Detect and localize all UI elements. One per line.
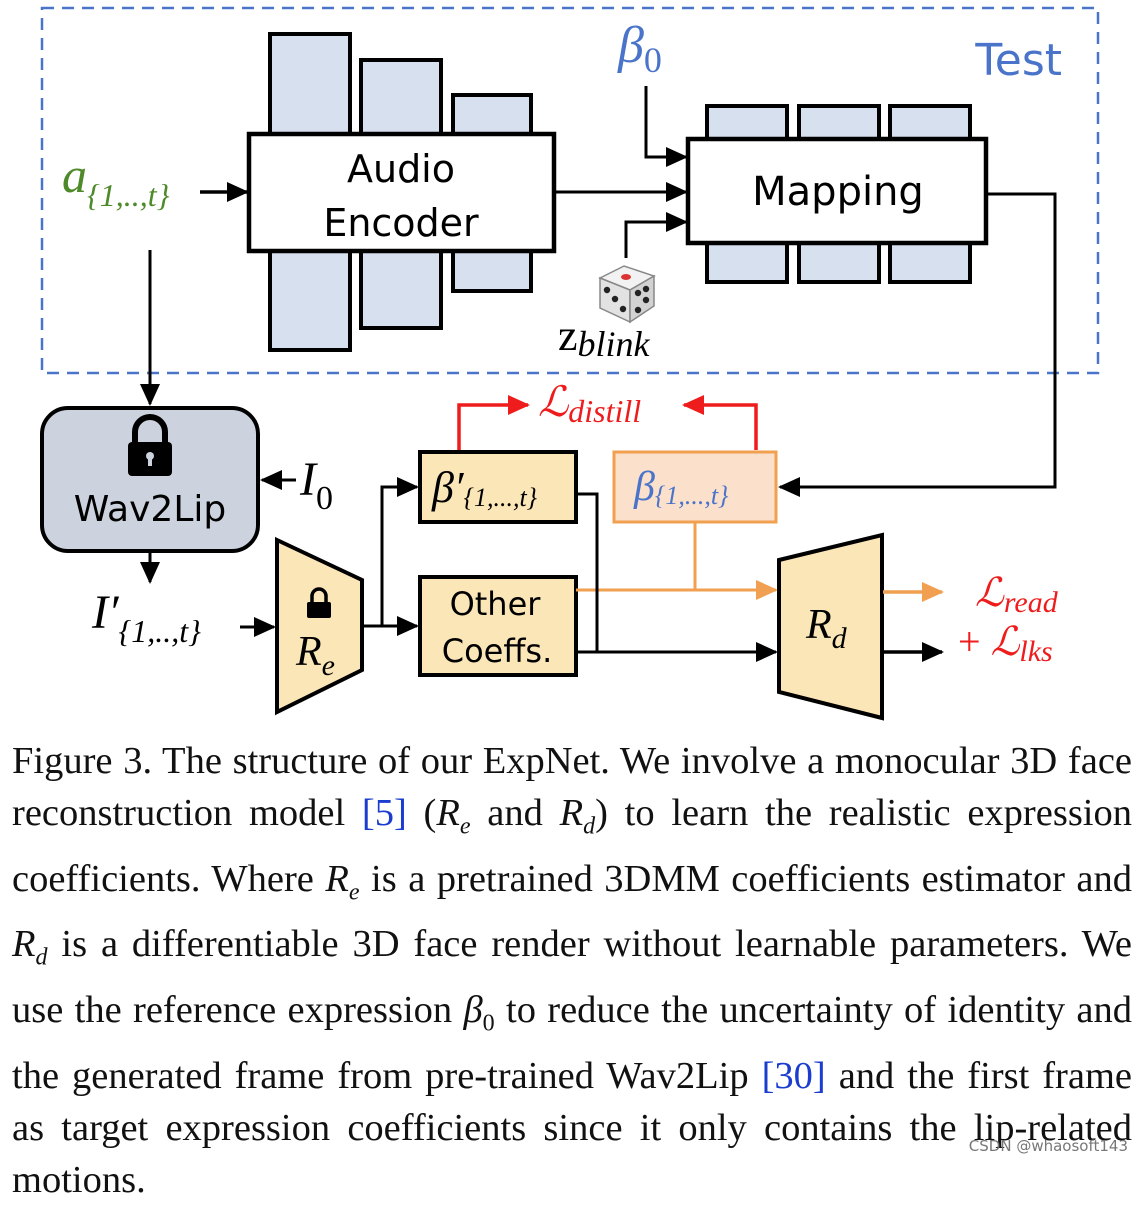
re-label: Re <box>295 629 335 682</box>
caption-part-7: to reduce the uncertainty of identity an… <box>12 989 1132 1097</box>
arrow-beta0-to-mapping <box>644 86 688 167</box>
beta-t-label: β{1,...,t} <box>633 464 729 510</box>
l-lks-label: + ℒlks <box>958 619 1053 668</box>
other-coeffs-line1: Other <box>450 585 542 623</box>
test-label: Test <box>974 35 1062 86</box>
expnet-diagram: Test β0 a{1,..,t} Audio Encoder Mapping <box>40 6 1100 721</box>
i0-label: I0 <box>299 453 333 517</box>
audio-encoder-line1: Audio <box>347 147 455 191</box>
arrow-zblink-to-mapping <box>624 212 688 258</box>
audio-encoder-line2: Encoder <box>323 201 479 245</box>
caption-beta-sub: 0 <box>482 1010 495 1037</box>
wav2lip-label: Wav2Lip <box>74 489 226 530</box>
caption-rd-sub: d <box>583 813 596 840</box>
caption-part-2: ( <box>406 792 437 834</box>
beta-t-box: β{1,...,t} <box>612 450 778 524</box>
mapping-label: Mapping <box>752 169 924 215</box>
caption-part-4: ) to learn the realistic expression coef… <box>12 792 1132 900</box>
caption-beta: β <box>463 989 483 1032</box>
lock-icon <box>128 414 172 476</box>
figure-caption: Figure 3. The structure of our ExpNet. W… <box>12 735 1132 1206</box>
caption-part-3: and <box>470 792 560 834</box>
beta-prime-box: β′{1,...,t} <box>418 450 578 524</box>
citation-30-link[interactable]: [30] <box>761 1054 826 1097</box>
l-read-label: ℒread <box>975 570 1059 619</box>
z-blink-label: zblink <box>558 311 651 364</box>
caption-re-2-sub: e <box>348 879 360 906</box>
beta0-label: β0 <box>617 17 662 80</box>
beta-prime-label: β′{1,...,t} <box>431 463 538 512</box>
audio-encoder-block: Audio Encoder <box>246 131 557 254</box>
caption-rd: R <box>559 792 584 834</box>
dice-icon <box>598 265 656 324</box>
caption-re-sub: e <box>459 813 471 840</box>
watermark: CSDN @whaosoft143 <box>968 1137 1128 1155</box>
test-region-box <box>40 6 1100 375</box>
mapping-block: Mapping <box>685 136 989 246</box>
caption-part-1: Figure 3. The structure of our ExpNet. W… <box>12 740 1132 834</box>
caption-rd-2: R <box>12 923 36 966</box>
arrow-beta-prime-to-rd <box>576 492 599 652</box>
i-prime-label: I′{1,..,t} <box>91 586 201 649</box>
caption-rd-2-sub: d <box>35 945 48 972</box>
caption-part-6: is a differentiable 3D face render witho… <box>12 923 1132 1032</box>
other-coeffs-box: Other Coeffs. <box>418 575 578 677</box>
arrow-re-to-beta-prime <box>362 477 419 628</box>
caption-part-5: is a pretrained 3DMM coefficients estima… <box>359 857 1132 900</box>
arrow-beta-prime-to-distill <box>457 395 530 450</box>
l-distill-label: ℒdistill <box>538 380 641 429</box>
other-coeffs-line2: Coeffs. <box>442 632 553 670</box>
rd-block: Rd <box>777 532 884 721</box>
arrow-beta-t-to-distill <box>682 395 758 450</box>
rd-label: Rd <box>805 602 848 655</box>
caption-re: R <box>436 792 460 834</box>
caption-re-2: R <box>325 857 349 900</box>
re-lock-icon <box>307 587 331 618</box>
arrow-mapping-to-beta-t <box>778 192 1057 497</box>
wav2lip-block: Wav2Lip <box>40 406 260 553</box>
citation-5-link[interactable]: [5] <box>361 792 407 834</box>
re-block: Re <box>275 536 364 716</box>
audio-input-label: a{1,..,t} <box>62 147 170 213</box>
